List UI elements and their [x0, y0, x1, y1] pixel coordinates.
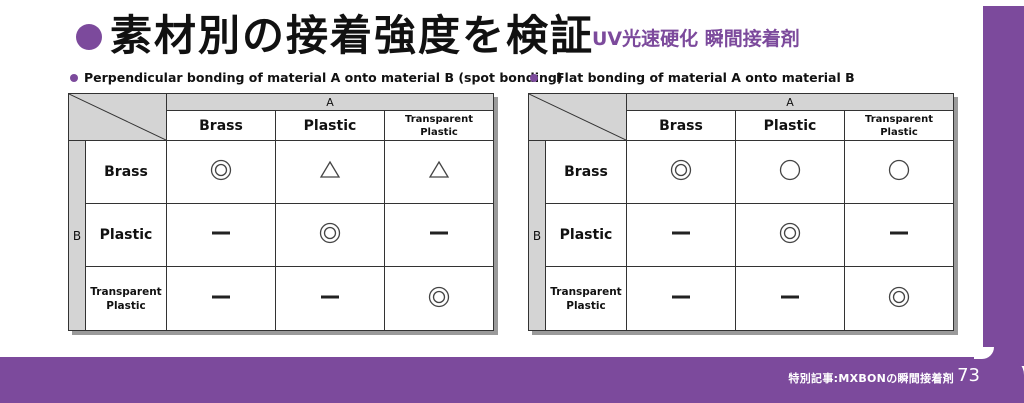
dash-icon: [212, 295, 230, 298]
double-circle-icon: [670, 159, 692, 181]
bonding-table-spot: A Brass Plastic Transparent Plastic B Br…: [68, 93, 494, 331]
double-circle-icon: [428, 286, 450, 307]
double-circle-icon: [888, 286, 910, 307]
footer-band: [0, 347, 1024, 403]
result-cell: [166, 266, 276, 331]
row-group-b: B: [528, 140, 546, 331]
result-cell: [735, 203, 845, 267]
result-cell: [384, 203, 494, 267]
result-cell: [275, 266, 385, 331]
dash-icon: [212, 231, 230, 235]
column-header-brass: Brass: [626, 110, 736, 141]
result-cell: [275, 140, 385, 204]
circle-icon: [779, 159, 801, 181]
double-circle-icon: [779, 222, 801, 244]
caption-text: Flat bonding of material A onto material…: [556, 70, 855, 85]
result-cell: [166, 203, 276, 267]
result-cell: [384, 266, 494, 331]
row-header-plastic: Plastic: [85, 203, 167, 267]
column-header-transparent-plastic: Transparent Plastic: [844, 110, 954, 141]
result-cell: [275, 203, 385, 267]
column-header-plastic: Plastic: [735, 110, 845, 141]
row-header-brass: Brass: [85, 140, 167, 204]
column-header-brass: Brass: [166, 110, 276, 141]
result-cell: [166, 140, 276, 204]
result-cell: [844, 203, 954, 267]
diagonal-line: [69, 94, 166, 140]
result-cell: [735, 140, 845, 204]
circle-icon: [888, 159, 910, 181]
row-header-transparent-plastic: Transparent Plastic: [85, 266, 167, 331]
footer-article-title: 特別記事:MXBONの瞬間接着剤: [788, 372, 954, 385]
row-group-b: B: [68, 140, 86, 331]
bullet-icon: [70, 73, 78, 82]
double-circle-icon: [319, 222, 341, 244]
page-subtitle: UV光速硬化 瞬間接着剤: [592, 28, 800, 50]
diagonal-line: [529, 94, 626, 140]
title-bullet-icon: [76, 24, 102, 50]
row-header-transparent-plastic: Transparent Plastic: [545, 266, 627, 331]
page-number: 73: [957, 365, 980, 386]
section-caption-spot-bonding: Perpendicular bonding of material A onto…: [70, 70, 563, 85]
column-group-a: A: [166, 93, 494, 111]
dash-icon: [672, 231, 690, 235]
table-corner: [528, 93, 627, 141]
dash-icon: [781, 295, 799, 298]
side-accent-bar: [983, 6, 1024, 366]
result-cell: [626, 140, 736, 204]
double-circle-icon: [210, 159, 232, 181]
dash-icon: [321, 295, 339, 298]
row-header-brass: Brass: [545, 140, 627, 204]
bullet-icon: [530, 73, 538, 82]
result-cell: [844, 266, 954, 331]
result-cell: [626, 266, 736, 331]
result-cell: [384, 140, 494, 204]
result-cell: [844, 140, 954, 204]
caption-text: Perpendicular bonding of material A onto…: [84, 70, 563, 85]
column-header-transparent-plastic: Transparent Plastic: [384, 110, 494, 141]
dash-icon: [430, 231, 448, 235]
table-corner: [68, 93, 167, 141]
section-caption-flat-bonding: Flat bonding of material A onto material…: [530, 70, 855, 85]
result-cell: [626, 203, 736, 267]
column-group-a: A: [626, 93, 954, 111]
result-cell: [735, 266, 845, 331]
bonding-table-flat: A Brass Plastic Transparent Plastic B Br…: [528, 93, 954, 331]
dash-icon: [890, 231, 908, 235]
page-title: 素材別の接着強度を検証: [110, 11, 595, 60]
triangle-icon: [428, 160, 450, 178]
column-header-plastic: Plastic: [275, 110, 385, 141]
row-header-plastic: Plastic: [545, 203, 627, 267]
triangle-icon: [319, 160, 341, 178]
dash-icon: [672, 295, 690, 298]
